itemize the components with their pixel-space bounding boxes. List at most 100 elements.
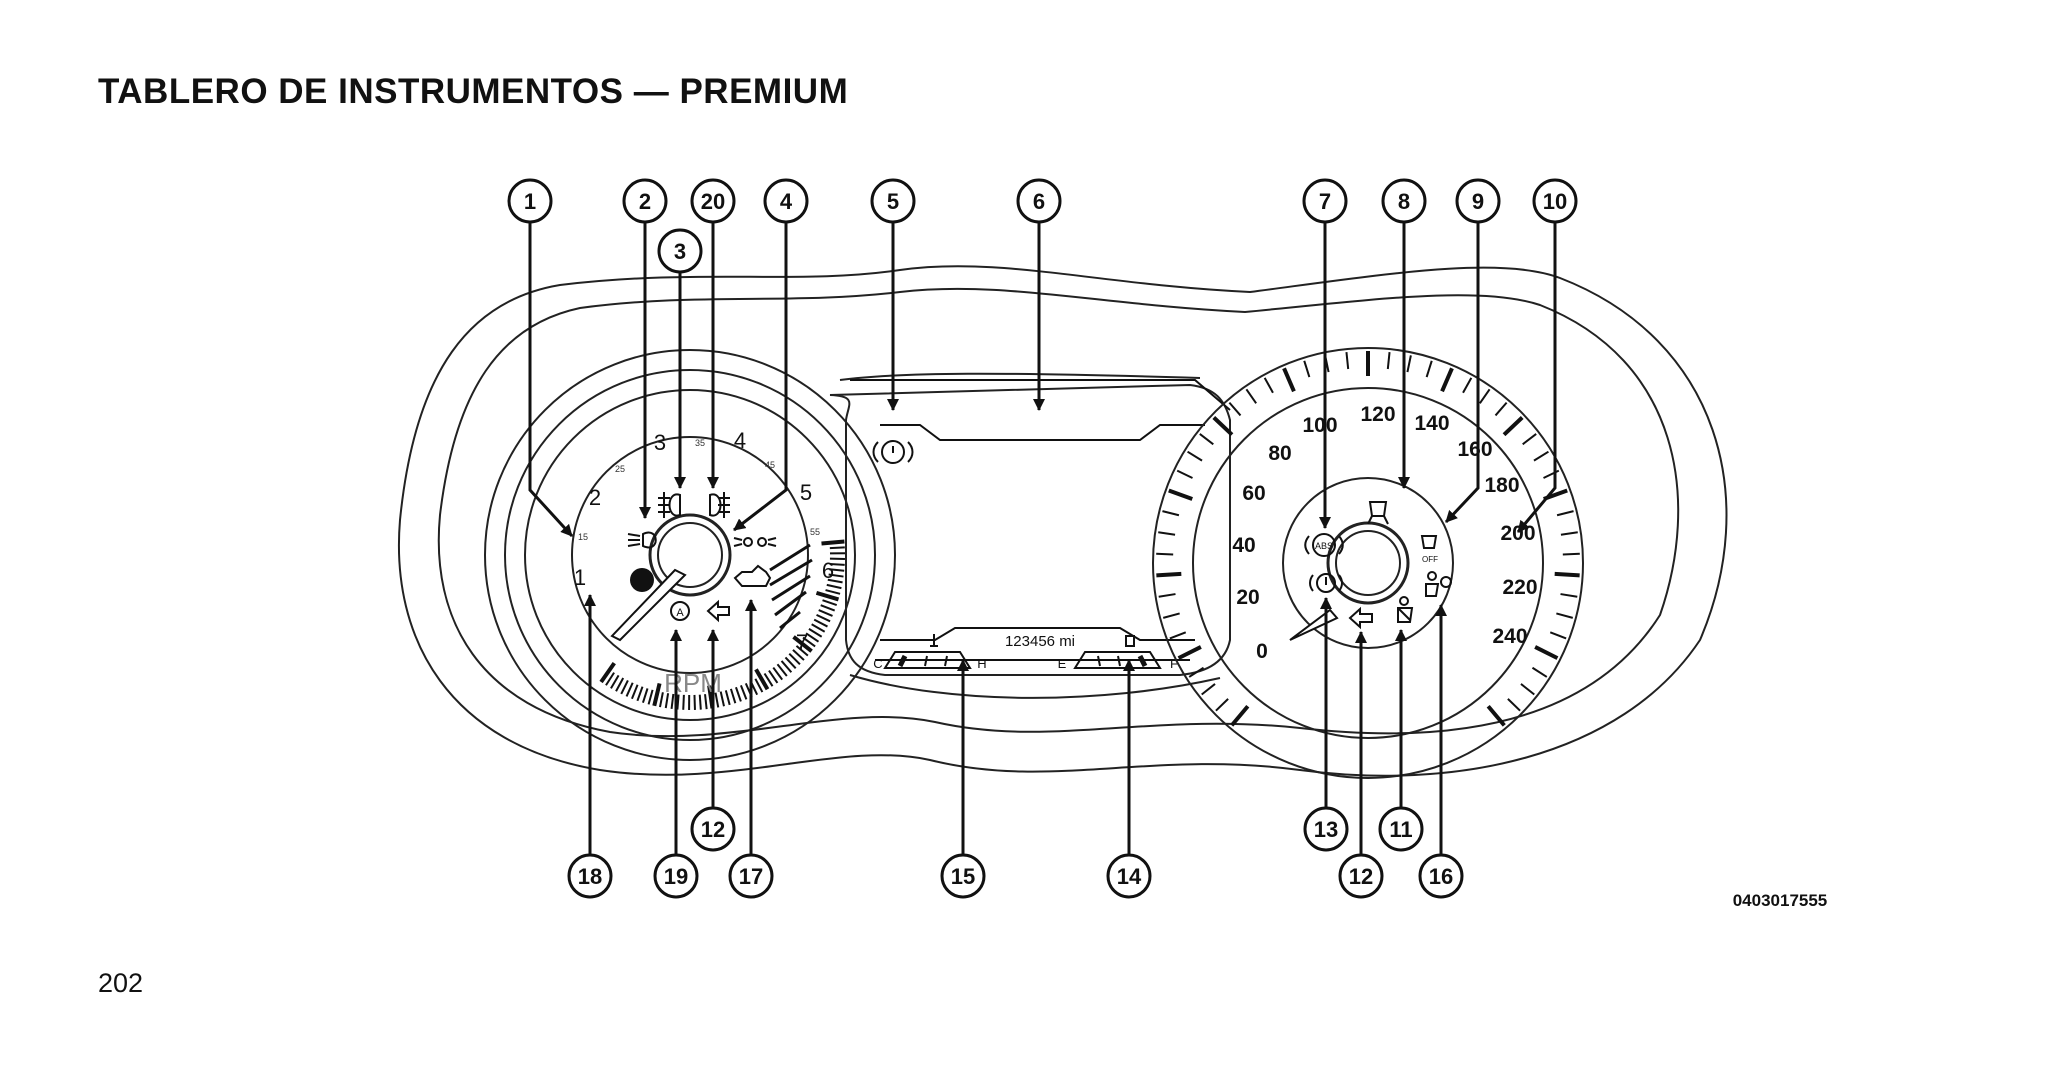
speed-label-100: 100 (1302, 414, 1337, 437)
tach-tick (829, 562, 845, 566)
speed-tick (1169, 631, 1187, 640)
tach-label-4: 4 (734, 428, 746, 453)
tach-tick (615, 677, 625, 692)
speed-tick (1479, 388, 1491, 404)
check-engine-icon (733, 564, 772, 587)
tach-tick (739, 685, 748, 700)
speed-tick (1425, 360, 1433, 378)
rear-fog-icon (658, 492, 681, 518)
tach-tick (827, 578, 843, 584)
fuel-gauge: E F (1058, 635, 1178, 671)
brake-warning-icon (1309, 573, 1343, 593)
speed-label-20: 20 (1236, 586, 1259, 609)
tach-label-5: 5 (800, 480, 812, 505)
callout-5: 5 (887, 189, 899, 214)
figure-code: 0403017555 (1733, 891, 1828, 910)
stability-off-icon (1420, 535, 1438, 549)
tach-tick (625, 682, 634, 697)
tach-label-3: 3 (654, 430, 666, 455)
speed-tick (1212, 416, 1234, 437)
speed-tick (1486, 704, 1506, 727)
tach-tick (808, 627, 823, 638)
callout-13: 13 (1314, 817, 1338, 842)
callout-17: 17 (739, 864, 763, 889)
fuel-empty-label: E (1058, 656, 1067, 671)
speed-tick (1158, 593, 1176, 598)
tach-tick (754, 668, 770, 691)
speed-tick (1522, 433, 1537, 446)
coolant-temp-icon (930, 634, 938, 647)
tach-minor-label-45: 45 (765, 460, 775, 470)
tach-tick (820, 604, 836, 612)
tach-tick (714, 692, 720, 708)
speed-tick (1562, 552, 1580, 556)
indicator-dot-icon (630, 568, 654, 592)
stability-off-text: OFF (1422, 555, 1438, 564)
tach-tick (802, 636, 816, 648)
tach-tick (664, 693, 670, 709)
tach-label-1: 1 (574, 565, 586, 590)
speed-label-140: 140 (1414, 412, 1449, 435)
tach-tick (599, 661, 616, 684)
callout-1: 1 (524, 189, 536, 214)
speed-tick (1543, 469, 1560, 479)
tach-tick (682, 694, 685, 710)
callout-18: 18 (578, 864, 602, 889)
speed-label-220: 220 (1502, 576, 1537, 599)
speed-tick (1494, 401, 1508, 417)
speed-tick (1556, 510, 1574, 517)
tachometer-scale (599, 539, 846, 711)
speed-tick (1282, 367, 1296, 393)
tach-needle (610, 568, 687, 642)
callout-7: 7 (1319, 189, 1331, 214)
auto-stop-start-icon: A (670, 601, 690, 621)
speed-label-240: 240 (1492, 625, 1527, 648)
speedometer (1152, 347, 1584, 779)
callout-9: 9 (1472, 189, 1484, 214)
speed-label-80: 80 (1268, 442, 1291, 465)
speed-tick (1440, 367, 1454, 393)
speed-label-200: 200 (1500, 522, 1535, 545)
speed-label-40: 40 (1232, 534, 1255, 557)
callout-11: 11 (1389, 817, 1412, 842)
speed-tick (1386, 351, 1391, 370)
callout-10: 10 (1543, 189, 1567, 214)
speed-tick (1158, 531, 1176, 536)
tach-tick (811, 623, 826, 633)
abs-icon: ABS (1304, 533, 1344, 557)
tach-minor-label-35: 35 (695, 438, 705, 448)
speed-tick (1560, 593, 1578, 598)
tach-minor-label-25: 25 (615, 464, 625, 474)
speed-needle (1289, 608, 1339, 641)
speed-tick (1462, 377, 1473, 394)
speed-tick (1554, 571, 1580, 578)
tach-minor-label-15: 15 (578, 532, 588, 542)
front-fog-icon (709, 492, 730, 518)
speed-label-120: 120 (1360, 403, 1395, 426)
tach-tick (815, 590, 840, 602)
fuel-full-label: F (1170, 656, 1178, 671)
tach-tick (780, 660, 793, 673)
speed-tick (1188, 666, 1205, 678)
speed-tick (1162, 510, 1180, 517)
tach-tick (735, 686, 742, 702)
callout-15: 15 (951, 864, 975, 889)
center-display (850, 379, 1231, 661)
speed-tick (1245, 388, 1257, 404)
tach-tick (813, 618, 828, 628)
page-title: TABLERO DE INSTRUMENTOS — PREMIUM (98, 72, 849, 111)
speed-tick (1177, 645, 1202, 660)
tach-label-2: 2 (589, 485, 601, 510)
tach-tick (792, 635, 813, 653)
callout-19: 19 (664, 864, 688, 889)
speed-tick (1531, 666, 1548, 678)
tach-tick (805, 632, 820, 643)
tach-tick (754, 678, 764, 693)
callout-leaders (528, 222, 1557, 855)
temp-low-label: C (873, 656, 882, 671)
speed-tick (1520, 683, 1535, 696)
tach-label-7: 7 (796, 630, 808, 655)
right-turn-signal-icon (1348, 606, 1373, 630)
seatbelt-icon (1397, 596, 1414, 623)
speed-tick (1201, 683, 1216, 696)
